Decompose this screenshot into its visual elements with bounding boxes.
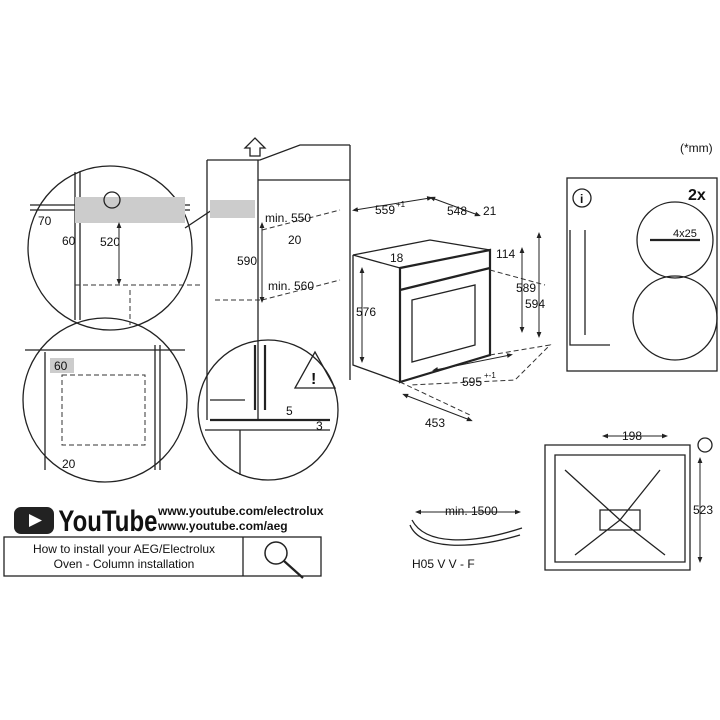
screw-fixing-panel: i 2x 4x25 [566,177,718,372]
dim-520: 520 [100,235,120,249]
dim-20: 20 [288,233,302,247]
dim-576: 576 [356,305,376,319]
dim-589: 589 [516,281,536,295]
info-icon: i [580,192,583,206]
install-title-line2: Oven - Column installation [54,557,195,571]
youtube-url-electrolux[interactable]: www.youtube.com/electrolux [157,504,324,518]
dim-559: 559 [375,203,395,217]
min-depth-550: min. 550 [265,211,311,225]
quantity-2x: 2x [688,187,706,204]
warning-icon: ! [311,371,316,388]
youtube-url-aeg[interactable]: www.youtube.com/aeg [157,519,288,533]
cable-min-length: min. 1500 [445,504,498,518]
screw-4x25: 4x25 [673,228,697,240]
power-cable: min. 1500 H05 V V - F [409,504,523,571]
install-video-box[interactable]: How to install your AEG/Electrolux Oven … [3,536,322,579]
min-width-560: min. 560 [268,279,314,293]
dim-20-side: 20 [62,457,76,471]
dim-548: 548 [447,204,467,218]
detail-circle-bottom: ! 5 3 [197,339,339,481]
unit-note: (*mm) [680,141,713,155]
dim-60: 60 [62,234,76,248]
dim-198: 198 [622,429,642,443]
top-view: 198 523 [544,429,713,571]
dim-453: 453 [425,416,445,430]
cabinet-column: min. 550 20 590 min. 560 [206,137,351,420]
oven-dimensions: 559 +1 548 21 18 114 576 589 594 595 +-1… [352,196,552,430]
tol-559: +1 [396,200,406,209]
dim-595: 595 [462,375,482,389]
dim-590: 590 [237,254,257,268]
dim-60-side: 60 [54,359,68,373]
dim-3: 3 [316,419,323,433]
dim-5: 5 [286,404,293,418]
youtube-wordmark: YouTube [58,503,157,537]
dim-21: 21 [483,204,497,218]
cable-type: H05 V V - F [412,557,475,571]
search-icon[interactable] [264,541,304,579]
dim-594: 594 [525,297,545,311]
tol-595: +-1 [484,371,496,380]
play-icon [29,514,42,527]
install-title-line1: How to install your AEG/Electrolux [33,542,215,556]
dim-70: 70 [38,214,52,228]
detail-circle-side: 60 20 [22,317,188,483]
youtube-logo: YouTube [14,503,157,538]
dim-18: 18 [390,251,404,265]
dim-523: 523 [693,503,713,517]
detail-circle-top: 70 60 520 [27,165,200,331]
dim-114: 114 [496,247,515,261]
